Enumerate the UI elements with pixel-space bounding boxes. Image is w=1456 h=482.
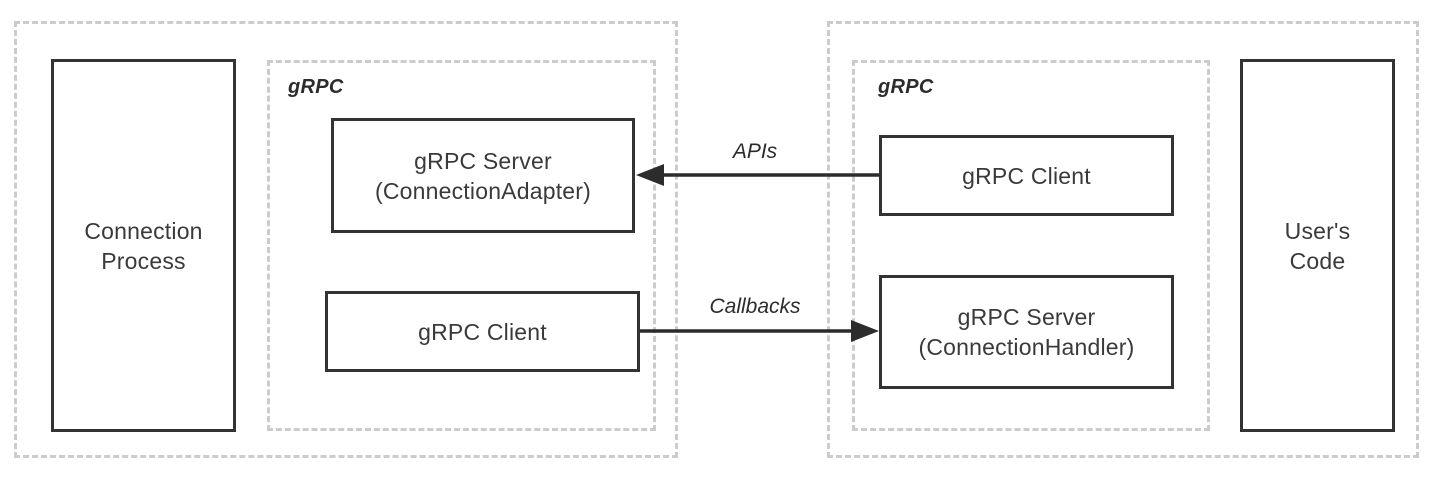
node-connection-process[interactable]: Connection Process <box>51 59 236 432</box>
node-label-line: (ConnectionAdapter) <box>374 177 592 204</box>
node-grpc-server-connection-handler-label: gRPC Server (ConnectionHandler) <box>918 302 1134 362</box>
node-grpc-client-left-label: gRPC Client <box>418 317 547 347</box>
connection-process-group-boundary <box>14 21 678 458</box>
node-label-line: (ConnectionHandler) <box>918 334 1135 360</box>
node-grpc-server-connection-handler[interactable]: gRPC Server (ConnectionHandler) <box>879 275 1174 389</box>
node-users-code[interactable]: User's Code <box>1240 59 1395 432</box>
node-grpc-client-left[interactable]: gRPC Client <box>325 291 640 372</box>
node-label-line: gRPC Client <box>962 162 1091 189</box>
node-label-line: Code <box>1289 247 1346 274</box>
right-grpc-group-label: gRPC <box>878 76 934 98</box>
user-code-group-boundary <box>827 21 1419 458</box>
node-grpc-server-connection-adapter-label: gRPC Server (ConnectionAdapter) <box>375 146 591 206</box>
node-label-line: User's <box>1284 217 1351 244</box>
callbacks-edge-label: Callbacks <box>709 295 801 318</box>
node-grpc-server-connection-adapter[interactable]: gRPC Server (ConnectionAdapter) <box>331 118 635 233</box>
node-users-code-label: User's Code <box>1285 216 1351 276</box>
apis-edge-label: APIs <box>732 140 778 163</box>
node-label-line: gRPC Server <box>414 147 552 174</box>
left-grpc-group-label: gRPC <box>288 76 344 98</box>
node-label-line: Process <box>101 247 186 274</box>
node-label-line: gRPC Server <box>957 304 1096 330</box>
node-grpc-client-right[interactable]: gRPC Client <box>879 135 1174 216</box>
node-label-line: gRPC Client <box>418 318 547 345</box>
node-label-line: Connection <box>84 217 203 244</box>
left-grpc-group-boundary <box>267 60 656 431</box>
node-grpc-client-right-label: gRPC Client <box>962 161 1091 191</box>
right-grpc-group-boundary <box>852 60 1210 431</box>
node-connection-process-label: Connection Process <box>84 216 202 276</box>
